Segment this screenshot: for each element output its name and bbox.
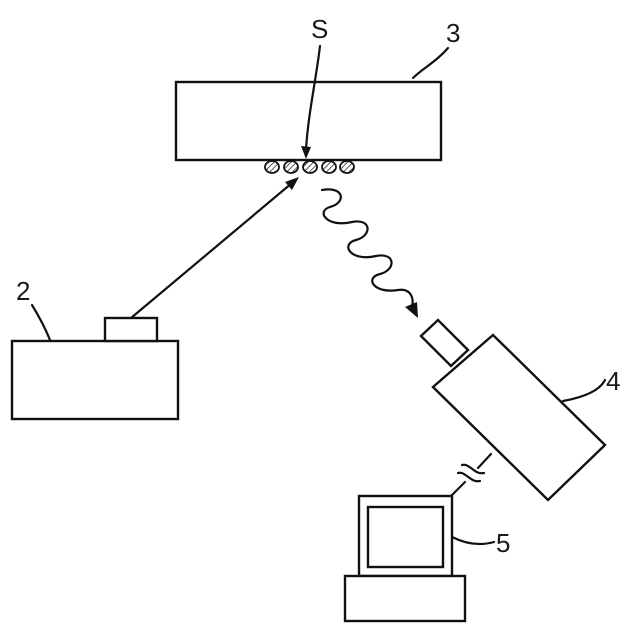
cable — [451, 454, 491, 496]
computer-label: 5 — [496, 528, 510, 558]
light-source — [12, 318, 178, 419]
camera-label: 4 — [606, 366, 620, 396]
computer — [345, 496, 465, 621]
camera-lens — [421, 320, 468, 366]
stage-leader-line — [413, 48, 448, 78]
stage-label: 3 — [446, 18, 460, 48]
camera — [421, 320, 605, 500]
cable-upper — [478, 454, 491, 468]
cable-lower — [451, 482, 465, 496]
sample-label: S — [311, 14, 328, 44]
sample-particle — [303, 161, 317, 173]
camera-leader-line — [563, 380, 605, 401]
emitted-light-wave — [322, 189, 413, 306]
light-source-leader-line — [32, 305, 50, 340]
sample-particle — [265, 161, 279, 173]
cable-break-mark — [458, 473, 480, 481]
light-source-body — [12, 341, 178, 419]
light-source-emitter — [105, 318, 157, 341]
excitation-beam — [131, 183, 292, 318]
computer-base-unit — [345, 576, 465, 621]
light-source-label: 2 — [16, 276, 30, 306]
sample-particles — [265, 161, 354, 173]
sample-particle — [340, 161, 354, 173]
sample-particle — [322, 161, 336, 173]
sample-particle — [284, 161, 298, 173]
emitted-light-arrowhead — [405, 302, 418, 318]
computer-leader-line — [452, 537, 494, 544]
computer-screen — [368, 507, 443, 567]
